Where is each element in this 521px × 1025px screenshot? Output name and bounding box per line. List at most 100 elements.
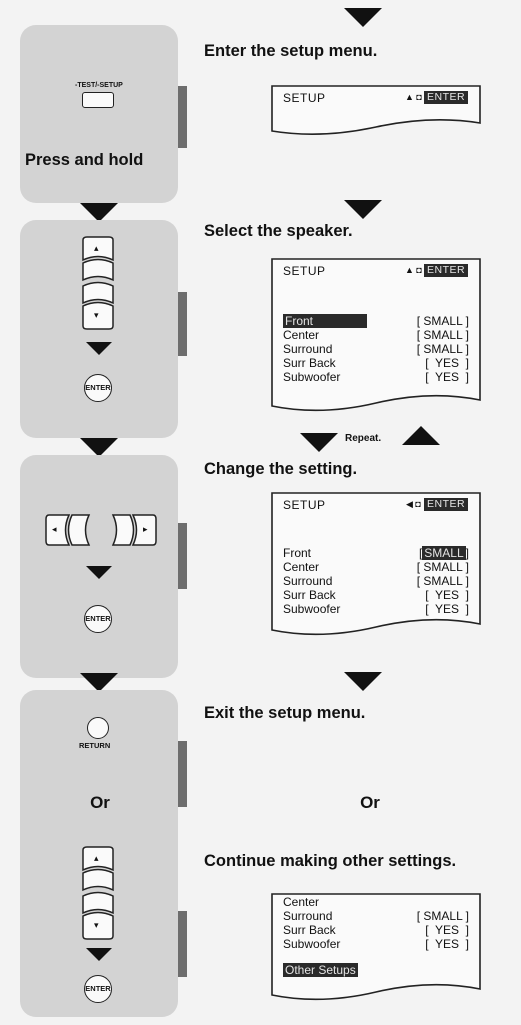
speaker-value: [ SMALL ] <box>416 574 469 588</box>
speaker-row-front: Front [ SMALL ] <box>283 314 469 328</box>
left-right-nav-icon: ◀ ◘ <box>406 499 421 509</box>
panel-tab-4a <box>178 741 187 807</box>
speaker-row-front: Front [SMALL] <box>283 546 469 560</box>
speaker-row-center: Center <box>283 895 469 909</box>
arrow-up-icon: ▴ <box>94 243 99 253</box>
setup-screen-3: SETUP ◀ ◘ ENTER Front [SMALL] Center [ S… <box>271 492 481 640</box>
or-right: Or <box>360 793 380 812</box>
speaker-label: Surr Back <box>283 356 336 370</box>
step-arrow-2 <box>344 200 382 219</box>
speaker-label: Center <box>283 328 320 342</box>
panel1-caption: Press and hold <box>25 151 144 169</box>
speaker-row-surr-back: Surr Back [ YES ] <box>283 588 469 602</box>
arrow-down-icon: ▾ <box>94 920 99 930</box>
or-left: Or <box>90 793 110 812</box>
enter-button-3[interactable]: ENTER <box>84 605 112 633</box>
enter-badge: ENTER <box>424 91 469 104</box>
enter-badge: ENTER <box>424 498 469 511</box>
speaker-row-surr-back: Surr Back [ YES ] <box>283 356 469 370</box>
up-down-buttons-2[interactable] <box>80 846 116 940</box>
other-setups-label: Other Setups <box>283 963 358 977</box>
speaker-value: [ SMALL ] <box>416 314 469 328</box>
speaker-label: Subwoofer <box>283 602 341 616</box>
speaker-row-subwoofer: Subwoofer [ YES ] <box>283 602 469 616</box>
speaker-value: [ SMALL ] <box>416 560 469 574</box>
step1-heading: Enter the setup menu. <box>204 42 378 60</box>
speaker-row-center: Center [ SMALL ] <box>283 328 469 342</box>
speaker-label: Surround <box>283 574 333 588</box>
speaker-value: [ SMALL ] <box>416 342 469 356</box>
speaker-value: [SMALL] <box>418 546 469 560</box>
speaker-row-surround: Surround [ SMALL ] <box>283 342 469 356</box>
screen-title: SETUP <box>283 264 326 278</box>
speaker-label: Surr Back <box>283 588 336 602</box>
speaker-value: [ SMALL ] <box>416 328 469 342</box>
screen-frame <box>271 258 481 412</box>
speaker-row-center: Center [ SMALL ] <box>283 560 469 574</box>
arrow-down-icon: ▾ <box>94 310 99 320</box>
speaker-label: Surr Back <box>283 923 336 937</box>
triangle-up-icon <box>402 426 440 445</box>
speaker-row-surr-back: Surr Back [ YES ] <box>283 923 469 937</box>
setup-screen-2: SETUP ▲ ◘ ENTER Front [ SMALL ] Center [… <box>271 258 481 416</box>
panel-arrow-4 <box>80 673 118 692</box>
speaker-row-subwoofer: Subwoofer [ YES ] <box>283 937 469 951</box>
panel-tab-1 <box>178 86 187 148</box>
step5-heading: Continue making other settings. <box>204 852 457 870</box>
speaker-label: Surround <box>283 342 333 356</box>
selected-value: SMALL <box>422 546 466 560</box>
panel-arrow-3 <box>80 438 118 457</box>
arrow-right-icon: ▸ <box>143 524 148 534</box>
triangle-down-icon <box>300 433 338 452</box>
screen-title: SETUP <box>283 498 326 512</box>
up-down-nav-icon: ▲ ◘ <box>405 265 422 275</box>
panel-tab-4b <box>178 911 187 977</box>
return-button[interactable] <box>87 717 109 739</box>
arrow-left-icon: ◂ <box>52 524 57 534</box>
test-setup-label: -TEST/-SETUP <box>75 82 123 89</box>
speaker-row-subwoofer: Subwoofer [ YES ] <box>283 370 469 384</box>
panel-enter-setup <box>20 25 178 203</box>
up-down-nav-icon: ▲ ◘ <box>405 92 422 102</box>
screen-frame <box>271 492 481 636</box>
other-setups-row: Other Setups <box>283 963 469 977</box>
speaker-value: [ YES ] <box>425 588 469 602</box>
step2-heading: Select the speaker. <box>204 222 353 240</box>
speaker-value: [ YES ] <box>425 370 469 384</box>
screen-title: SETUP <box>283 91 326 105</box>
panel-tab-2 <box>178 292 187 356</box>
small-arrow-4 <box>86 948 112 961</box>
enter-button-4[interactable]: ENTER <box>84 975 112 1003</box>
speaker-label: Surround <box>283 909 333 923</box>
speaker-value: [ YES ] <box>425 356 469 370</box>
speaker-value: [ YES ] <box>425 937 469 951</box>
speaker-label: Center <box>283 560 320 574</box>
setup-screen-1: SETUP ▲ ◘ ENTER <box>271 85 481 137</box>
speaker-label: Center <box>283 895 320 909</box>
speaker-value: [ YES ] <box>425 602 469 616</box>
small-arrow-3 <box>86 566 112 579</box>
speaker-row-surround: Surround [ SMALL ] <box>283 909 469 923</box>
repeat-label: Repeat. <box>345 433 382 444</box>
step3-heading: Change the setting. <box>204 460 358 478</box>
step-arrow-4 <box>344 672 382 691</box>
speaker-label: Subwoofer <box>283 370 341 384</box>
panel-tab-3 <box>178 523 187 589</box>
speaker-label: Subwoofer <box>283 937 341 951</box>
test-setup-button[interactable] <box>82 92 114 108</box>
step4-heading: Exit the setup menu. <box>204 704 366 722</box>
left-right-buttons[interactable] <box>45 512 157 548</box>
small-arrow-2 <box>86 342 112 355</box>
up-down-buttons[interactable] <box>80 236 116 330</box>
panel-arrow-2 <box>80 203 118 222</box>
speaker-label: Front <box>283 546 312 560</box>
step-arrow-top <box>344 8 382 27</box>
return-label: RETURN <box>79 741 111 750</box>
speaker-value: [ SMALL ] <box>416 909 469 923</box>
speaker-label: Front <box>283 314 367 328</box>
speaker-value: [ YES ] <box>425 923 469 937</box>
enter-button-2[interactable]: ENTER <box>84 374 112 402</box>
speaker-row-surround: Surround [ SMALL ] <box>283 574 469 588</box>
setup-screen-4: Center Surround [ SMALL ] Surr Back [ YE… <box>271 893 481 1003</box>
enter-badge: ENTER <box>424 264 469 277</box>
